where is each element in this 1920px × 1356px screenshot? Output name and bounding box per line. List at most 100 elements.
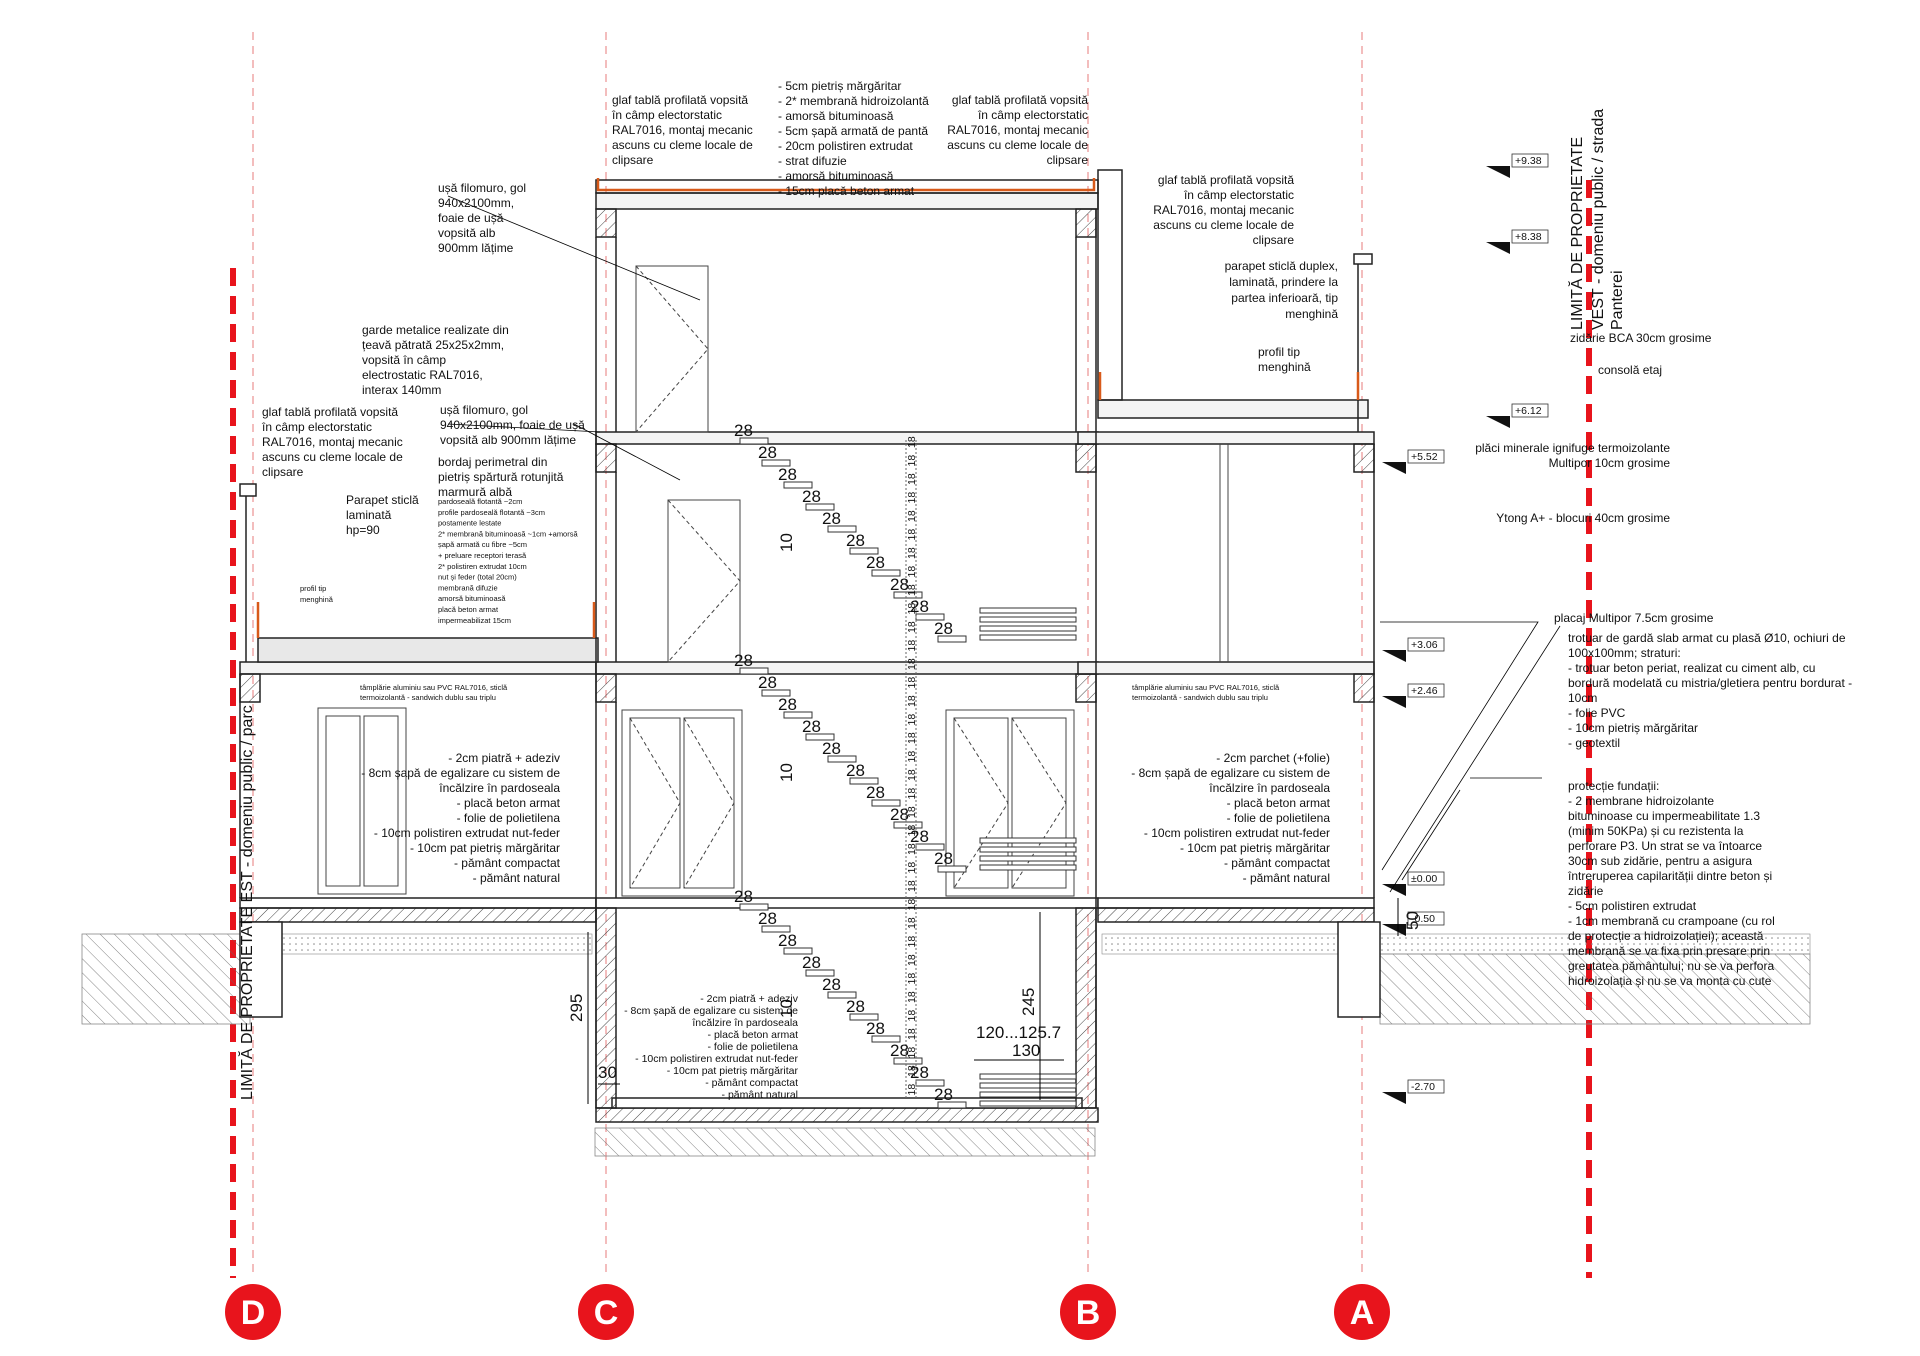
level-marker: +8.38 [1486, 229, 1549, 254]
level-value: -2.70 [1411, 1081, 1435, 1093]
riser-label: 18 [906, 1010, 918, 1022]
landing-line [979, 864, 1077, 871]
level-box [1407, 871, 1445, 886]
landing-line [979, 634, 1077, 641]
step-tread-label: 28 [890, 1041, 909, 1060]
riser-label: 18 [906, 862, 918, 874]
grid-bubble-circle [1334, 1284, 1390, 1340]
note-line: - 10cm polistiren extrudat nut-feder [374, 826, 560, 840]
level-marker: ±0.00 [1382, 871, 1445, 896]
stair-tread [739, 437, 769, 445]
note-line: - 2cm piatră + adeziv [448, 751, 560, 765]
note-line: - 5cm șapă armată de pantă [778, 124, 928, 138]
level-marker: -0.50 [1382, 911, 1445, 936]
riser-label: 18 [906, 603, 918, 615]
note-line: ascuns cu cleme locale de [1153, 218, 1294, 232]
note-line: parapet sticlă duplex, [1225, 259, 1338, 273]
riser-label: 18 [906, 640, 918, 652]
step-tread-label: 28 [822, 739, 841, 758]
note-line: - placă beton armat [457, 796, 561, 810]
note-line: profil tip [300, 584, 326, 593]
step-tread-label: 28 [822, 975, 841, 994]
step-tread-label: 28 [778, 695, 797, 714]
stair-tread [915, 843, 945, 851]
note-line: menghină [300, 595, 334, 604]
note-line: - 8cm șapă de egalizare cu sistem de [1131, 766, 1330, 780]
riser-label: 18 [906, 714, 918, 726]
step-tread-label: 28 [846, 997, 865, 1016]
note-line: vopsită alb [438, 226, 496, 240]
level-box [1511, 153, 1549, 168]
note-line: Parapet sticlă [346, 493, 419, 507]
step-tread-label: 28 [910, 1063, 929, 1082]
stair-tread [871, 569, 901, 577]
note-line: - amorsă bituminoasă [778, 109, 894, 123]
landing-line [979, 855, 1077, 862]
note-floor-right: - 2cm parchet (+folie)- 8cm șapă de egal… [1131, 751, 1330, 885]
note-line: - pământ natural [473, 871, 560, 885]
step-tread-label: 28 [734, 421, 753, 440]
note-line: în câmp electorstatic [611, 108, 722, 122]
note-line: zidărie [1568, 884, 1604, 898]
dim-295: 295 [567, 994, 586, 1022]
riser-label: 18 [906, 954, 918, 966]
note-line: 940x2100mm, [438, 196, 514, 210]
note-zidarie: zidărie BCA 30cm grosime [1570, 331, 1712, 345]
level-triangle-icon [1486, 242, 1510, 254]
riser-label: 18 [906, 510, 918, 522]
note-line: - 5cm pietriș mărgăritar [778, 79, 901, 93]
dim-120: 120...125.7 [976, 1023, 1061, 1042]
note-line: - 2 membrane hidroizolante [1568, 794, 1714, 808]
note-line: laminată [346, 508, 392, 522]
riser-labels: 1818181818181818181818181818181818181818… [906, 436, 918, 1095]
note-line: - 10cm pat pietriș mărgăritar [667, 1065, 799, 1077]
step-rise-label: 10 [777, 999, 796, 1018]
note-line: 2* polistiren extrudat 10cm [438, 562, 527, 571]
level-value: +6.12 [1515, 405, 1542, 417]
riser-label: 18 [906, 455, 918, 467]
note-line: (minim 50KPa) și cu rezistenta la [1568, 824, 1744, 838]
note-line: întreruperea capilarității dintre beton … [1567, 869, 1772, 883]
step-tread-label: 28 [934, 1085, 953, 1104]
level-marker: +3.06 [1382, 637, 1445, 662]
stair-tread [871, 799, 901, 807]
step-tread-label: 28 [846, 531, 865, 550]
note-line: - folie PVC [1568, 706, 1626, 720]
note-line: - placă beton armat [708, 1029, 799, 1041]
note-line: de protecție a hidroizolației); această [1568, 929, 1764, 943]
level-marker: +6.12 [1486, 403, 1549, 428]
riser-label: 18 [906, 899, 918, 911]
level-triangle-icon [1486, 416, 1510, 428]
note-line: tâmplărie aluminiu sau PVC RAL7016, stic… [1132, 683, 1280, 692]
note-line: impermeabilizat 15cm [438, 616, 511, 625]
note-line: - 2cm piatră + adeziv [700, 993, 799, 1005]
note-line: - 10cm pietriș mărgăritar [1568, 721, 1698, 735]
level-marker: +2.46 [1382, 683, 1445, 708]
step-tread-label: 28 [846, 761, 865, 780]
step-tread-label: 28 [890, 575, 909, 594]
note-line: - 15cm placă beton armat [778, 184, 915, 198]
note-line: - 10cm polistiren extrudat nut-feder [1144, 826, 1330, 840]
note-line: termoizolantă - sandwich dublu sau tripl… [360, 693, 496, 702]
note-line: - 2* membrană hidroizolantă [778, 94, 929, 108]
stair-tread [893, 821, 923, 829]
riser-label: 18 [906, 732, 918, 744]
note-line: - amorsă bituminoasă [778, 169, 894, 183]
level-marker: -2.70 [1382, 1079, 1445, 1104]
stair-tread [849, 1013, 879, 1021]
ground-soil [81, 933, 1811, 1157]
note-line: perforare P3. Un strat se va întoarce [1568, 839, 1762, 853]
level-triangle-icon [1382, 1092, 1406, 1104]
riser-label: 18 [906, 492, 918, 504]
landing-line [979, 837, 1077, 844]
stair-tread [827, 991, 857, 999]
landing-line [979, 1082, 1077, 1089]
dimensions [587, 898, 1399, 1104]
note-line: - strat difuzie [778, 154, 847, 168]
note-line: 900mm lățime [438, 241, 514, 255]
step-rise-label: 10 [777, 763, 796, 782]
